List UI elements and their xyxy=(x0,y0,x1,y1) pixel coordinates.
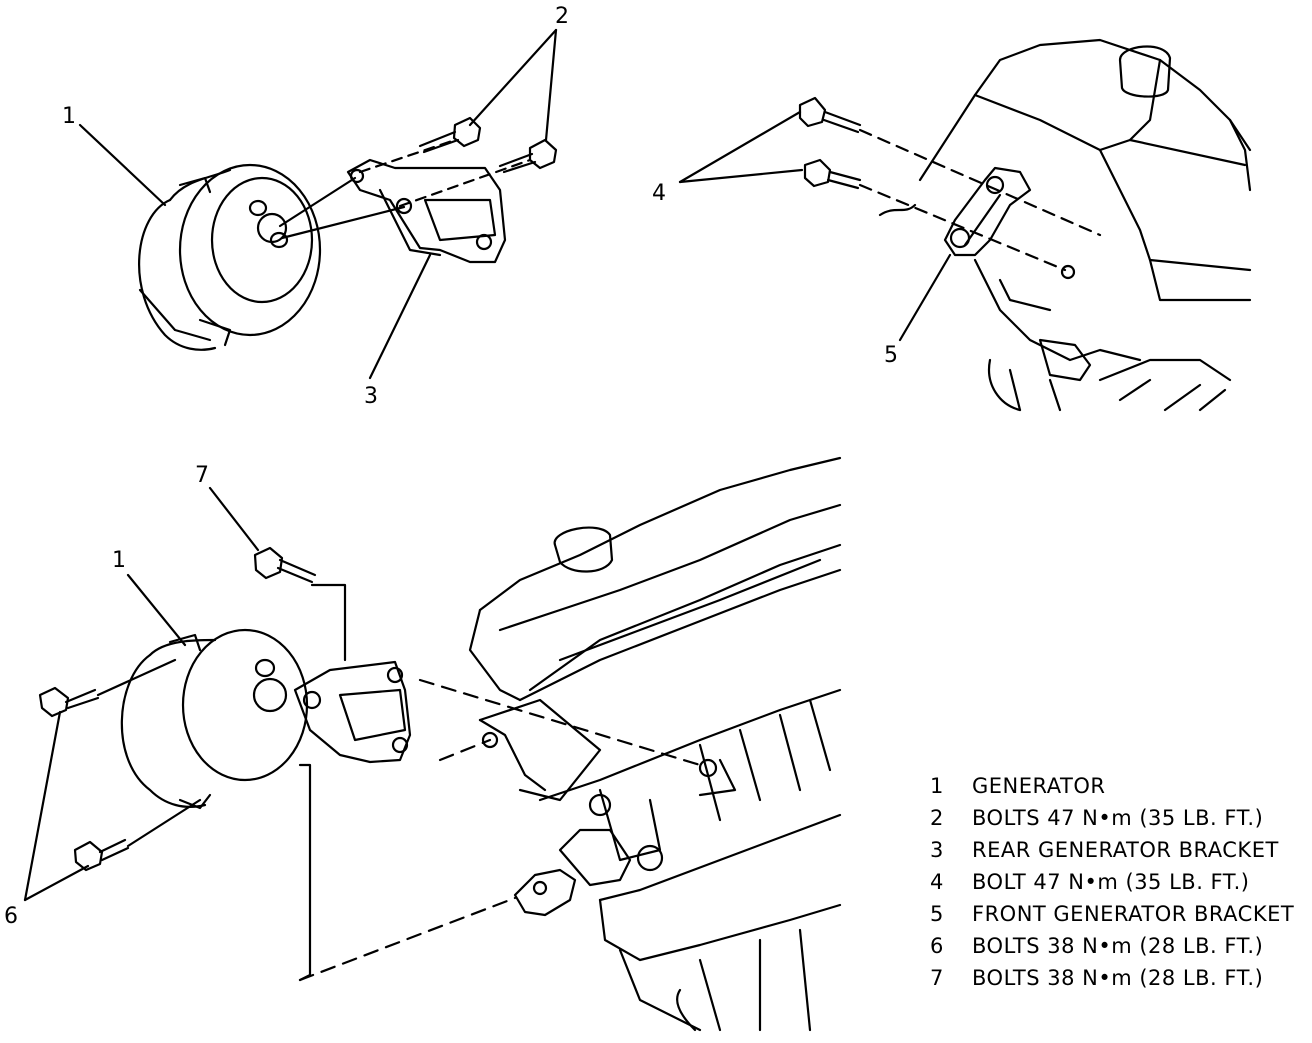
callout-3: 3 xyxy=(364,384,378,409)
rear-bracket-top xyxy=(346,158,507,264)
callout-1-top: 1 xyxy=(62,104,76,129)
legend-text: BOLT 47 N•m (35 LB. FT.) xyxy=(972,870,1250,894)
engine-top-right xyxy=(918,38,1252,412)
legend-row: 5 FRONT GENERATOR BRACKET xyxy=(930,898,1294,930)
legend-number: 7 xyxy=(930,966,944,990)
callout-6: 6 xyxy=(4,904,18,929)
legend-number: 6 xyxy=(930,934,944,958)
callout-5: 5 xyxy=(884,343,898,368)
legend-row: 1 GENERATOR xyxy=(930,770,1294,802)
legend-row: 7 BOLTS 38 N•m (28 LB. FT.) xyxy=(930,962,1294,994)
bolts-bottom-6 xyxy=(38,686,130,872)
legend-row: 3 REAR GENERATOR BRACKET xyxy=(930,834,1294,866)
rear-bracket-bottom xyxy=(293,660,412,764)
generator-top xyxy=(138,163,322,351)
bolt-bottom-7 xyxy=(253,546,317,584)
parts-legend: 1 GENERATOR 2 BOLTS 47 N•m (35 LB. FT.) 3 R… xyxy=(930,770,1294,994)
legend-text: GENERATOR xyxy=(972,774,1106,798)
legend-text: BOLTS 38 N•m (28 LB. FT.) xyxy=(972,966,1264,990)
generator-bottom xyxy=(120,628,322,810)
legend-text: BOLTS 38 N•m (28 LB. FT.) xyxy=(972,934,1264,958)
bolts-top-4 xyxy=(798,96,862,190)
alignment-lines-top xyxy=(358,138,532,208)
engine-bottom xyxy=(468,456,842,1032)
legend-number: 2 xyxy=(930,806,944,830)
legend-row: 4 BOLT 47 N•m (35 LB. FT.) xyxy=(930,866,1294,898)
alignment-lines-bottom xyxy=(298,678,702,982)
legend-row: 2 BOLTS 47 N•m (35 LB. FT.) xyxy=(930,802,1294,834)
legend-row: 6 BOLTS 38 N•m (28 LB. FT.) xyxy=(930,930,1294,962)
front-bracket-top xyxy=(943,166,1032,257)
legend-number: 3 xyxy=(930,838,944,862)
alignment-lines-top-right xyxy=(858,128,1102,272)
front-bracket-bottom xyxy=(478,718,577,917)
callout-1-bottom: 1 xyxy=(112,548,126,573)
callout-4: 4 xyxy=(652,181,666,206)
legend-number: 1 xyxy=(930,774,944,798)
legend-text: REAR GENERATOR BRACKET xyxy=(972,838,1279,862)
legend-text: FRONT GENERATOR BRACKET xyxy=(972,902,1295,926)
legend-number: 5 xyxy=(930,902,944,926)
legend-number: 4 xyxy=(930,870,944,894)
callout-2: 2 xyxy=(555,4,569,29)
legend-text: BOLTS 47 N•m (35 LB. FT.) xyxy=(972,806,1264,830)
callout-7: 7 xyxy=(195,463,209,488)
